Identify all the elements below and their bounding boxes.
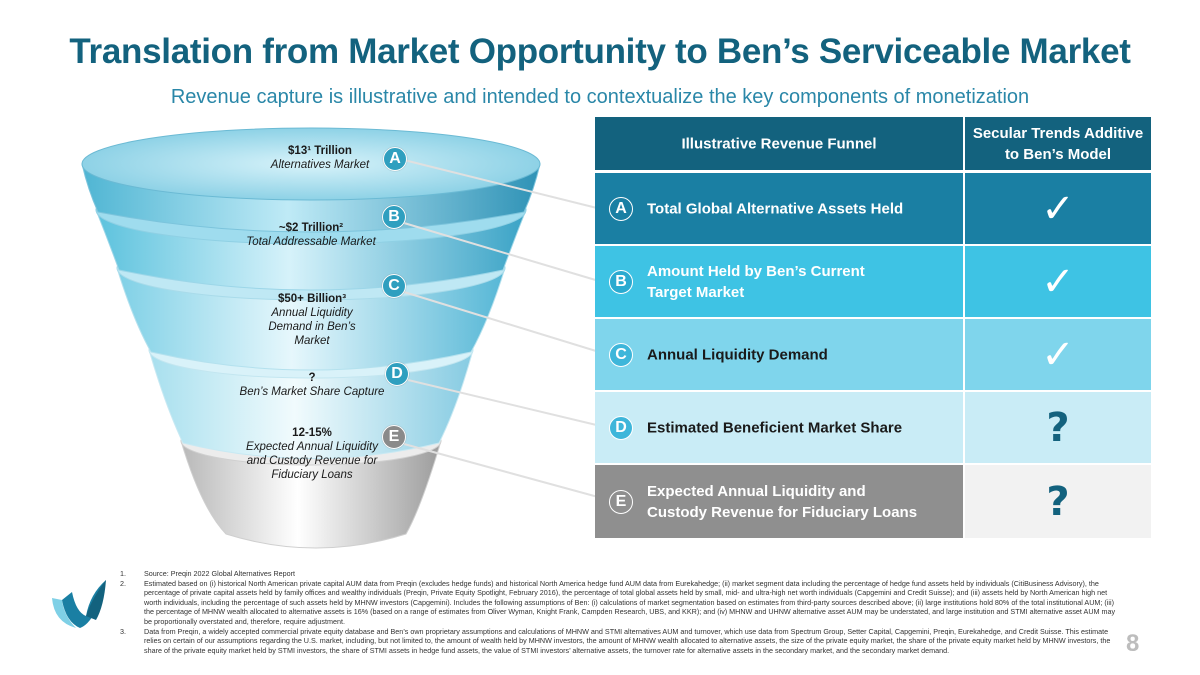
checkmark-icon: ✓ xyxy=(1041,332,1075,377)
table-cell-a-mark: ✓ xyxy=(965,173,1151,244)
funnel-value-c: $50+ Billion³ xyxy=(277,293,347,305)
page-subtitle: Revenue capture is illustrative and inte… xyxy=(170,86,1030,108)
footnote-1: 1. Source: Preqin 2022 Global Alternativ… xyxy=(120,569,1120,579)
connector-d xyxy=(407,379,610,429)
funnel-badge-a: A xyxy=(383,147,407,171)
connector-b xyxy=(403,222,610,285)
funnel-badge-c: C xyxy=(382,274,406,298)
footnote-num: 2. xyxy=(120,578,126,588)
footnote-num: 1. xyxy=(120,569,126,578)
table-row-a: A Total Global Alternative Assets Held ✓ xyxy=(595,173,1151,244)
checkmark-icon: ✓ xyxy=(1041,186,1075,231)
table-cell-c-mark: ✓ xyxy=(965,319,1151,390)
funnel-badge-d: D xyxy=(385,362,409,386)
funnel-label-a: $13¹ Trillion Alternatives Market xyxy=(230,144,410,172)
table-header-col1-text: Illustrative Revenue Funnel xyxy=(681,135,877,152)
connector-c xyxy=(403,291,610,356)
checkmark-icon: ✓ xyxy=(1041,259,1075,304)
page-number: 8 xyxy=(1126,630,1140,657)
funnel-desc-d: Ben’s Market Share Capture xyxy=(239,386,385,398)
funnel-badge-e: E xyxy=(382,425,406,449)
beneficient-logo-icon xyxy=(52,580,106,628)
page-title: Translation from Market Opportunity to B… xyxy=(69,32,1131,71)
funnel-layer-e xyxy=(180,440,442,549)
connector-a xyxy=(403,159,610,212)
funnel-value-a: $13¹ Trillion xyxy=(288,145,352,157)
funnel-desc-a: Alternatives Market xyxy=(270,159,370,171)
funnel-desc-e: Expected Annual Liquidity and Custody Re… xyxy=(246,441,378,481)
funnel-label-c: $50+ Billion³ Annual Liquidity Demand in… xyxy=(222,292,402,348)
table-row-d: D Estimated Beneficient Market Share ? xyxy=(595,392,1151,463)
row-label-a: Total Global Alternative Assets Held xyxy=(647,200,904,217)
table-row-c: C Annual Liquidity Demand ✓ xyxy=(595,319,1151,390)
footnote-3: 3. Data from Preqin, a widely accepted c… xyxy=(120,627,1120,656)
row-badge-d: D xyxy=(609,415,633,440)
revenue-funnel-table: Illustrative Revenue Funnel Secular Tren… xyxy=(595,117,1151,538)
funnel-label-e: 12-15% Expected Annual Liquidity and Cus… xyxy=(222,426,402,482)
footnotes: 1. Source: Preqin 2022 Global Alternativ… xyxy=(120,569,1120,655)
funnel-desc-c: Annual Liquidity Demand in Ben’s Market xyxy=(268,307,356,347)
funnel-value-d: ? xyxy=(308,372,316,384)
footnote-text: Source: Preqin 2022 Global Alternatives … xyxy=(144,569,296,578)
table-header-col2: Secular Trends Additive to Ben’s Model xyxy=(965,117,1151,170)
row-badge-b: B xyxy=(609,269,633,294)
funnel-badge-b: B xyxy=(382,205,406,229)
table-cell-a-label: A Total Global Alternative Assets Held xyxy=(595,173,963,244)
table-cell-d-mark: ? xyxy=(965,392,1151,463)
table-cell-b-label: B Amount Held by Ben’s Current Target Ma… xyxy=(595,246,963,317)
table-cell-e-mark: ? xyxy=(965,465,1151,538)
funnel-label-d: ? Ben’s Market Share Capture xyxy=(222,371,402,399)
funnel-value-e: 12-15% xyxy=(292,427,332,439)
row-label-e: Expected Annual Liquidity and Custody Re… xyxy=(647,482,918,521)
table-header-col2-text: Secular Trends Additive to Ben’s Model xyxy=(972,124,1144,163)
table-header: Illustrative Revenue Funnel Secular Tren… xyxy=(595,117,1151,170)
table-row-e: E Expected Annual Liquidity and Custody … xyxy=(595,465,1151,538)
footnote-num: 3. xyxy=(120,626,126,636)
table-header-col1: Illustrative Revenue Funnel xyxy=(595,117,963,170)
table-cell-b-mark: ✓ xyxy=(965,246,1151,317)
question-mark-icon: ? xyxy=(1046,404,1070,451)
question-mark-icon: ? xyxy=(1046,478,1070,525)
table-cell-d-label: D Estimated Beneficient Market Share xyxy=(595,392,963,463)
funnel-value-b: ~$2 Trillion² xyxy=(278,222,344,234)
funnel-label-b: ~$2 Trillion² Total Addressable Market xyxy=(221,221,401,249)
footnote-2: 2. Estimated based on (i) historical Nor… xyxy=(120,579,1120,627)
connector-e xyxy=(403,443,610,501)
row-badge-e: E xyxy=(609,489,633,514)
row-badge-c: C xyxy=(609,342,633,367)
row-badge-a: A xyxy=(609,196,633,221)
row-label-d: Estimated Beneficient Market Share xyxy=(647,419,903,436)
row-label-c: Annual Liquidity Demand xyxy=(647,346,828,363)
table-cell-c-label: C Annual Liquidity Demand xyxy=(595,319,963,390)
funnel-desc-b: Total Addressable Market xyxy=(246,236,376,248)
table-row-b: B Amount Held by Ben’s Current Target Ma… xyxy=(595,246,1151,317)
footnote-text: Estimated based on (i) historical North … xyxy=(144,578,1116,626)
row-label-b: Amount Held by Ben’s Current Target Mark… xyxy=(647,262,865,301)
footnote-text: Data from Preqin, a widely accepted comm… xyxy=(144,626,1111,655)
table-cell-e-label: E Expected Annual Liquidity and Custody … xyxy=(595,465,963,538)
